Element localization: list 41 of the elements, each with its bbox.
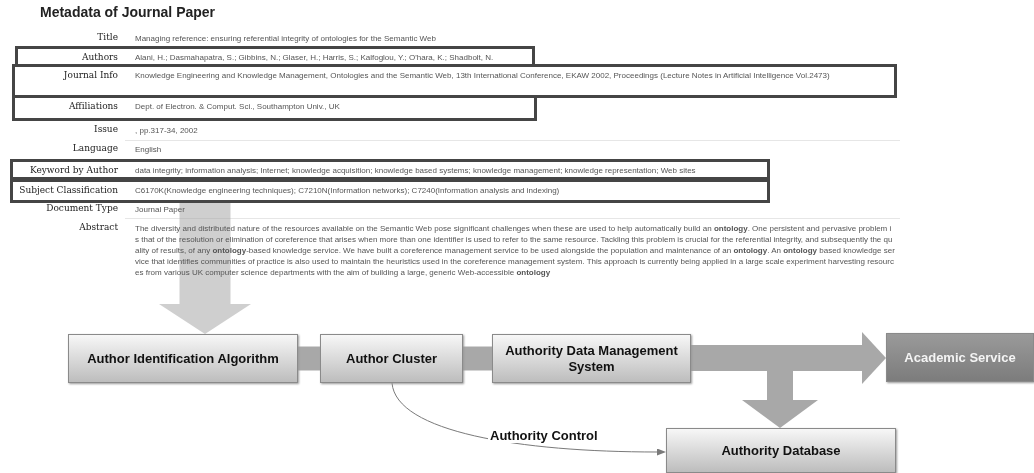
field-value: Knowledge Engineering and Knowledge Management, Ontologies and the Semantic Web, 13th International Conference, EKAW 2002, Proceedings (Lecture Notes in Artificial Intelligence Vol.2473) — [135, 70, 831, 81]
process-box — [492, 334, 691, 383]
box-label: Authority Data Management System — [504, 342, 679, 375]
field-value: data integrity; information analysis; Internet; knowledge acquisition; knowledge based systems; knowledge management; knowledge representation; Web sites — [135, 165, 697, 176]
arrow — [159, 203, 251, 334]
field-value: C6170K(Knowledge engineering techniques); C7210N(Information networks); C7240(Information analysis and indexing) — [135, 185, 561, 196]
process-box — [68, 334, 298, 383]
field-value: Managing reference: ensuring referential integrity of ontologies for the Semantic Web — [135, 33, 437, 44]
field-label: Document Type — [45, 203, 118, 213]
box-label: Author Cluster — [346, 350, 437, 367]
field-label: Issue — [93, 124, 118, 134]
connector-band — [463, 346, 492, 371]
field-value: Alani, H.; Dasmahapatra, S.; Gibbins, N.; Glaser, H.; Harris, S.; Kalfoglou, Y.; O'hara, K.; Shadbolt, N. — [135, 52, 495, 63]
field-label: Abstract — [78, 222, 118, 232]
field-label: Keyword by Author — [28, 165, 118, 175]
box-label: Authority Database — [721, 442, 841, 459]
highlight-frame — [15, 46, 535, 67]
process-box — [666, 428, 896, 473]
field-label: Subject Classification — [18, 185, 118, 195]
field-value: English — [135, 144, 163, 155]
field-label: Authors — [80, 52, 118, 62]
field-value: Dept. of Electron. & Comput. Sci., Southampton Univ., UK — [135, 101, 341, 112]
diagram-title: Metadata of Journal Paper — [40, 4, 216, 20]
process-box — [886, 333, 1034, 382]
highlight-frame — [10, 159, 770, 180]
field-label: Affiliations — [67, 101, 118, 111]
process-box — [320, 334, 463, 383]
highlight-frame — [10, 179, 770, 203]
field-value: Journal Paper — [135, 204, 186, 215]
connector-band — [298, 346, 320, 371]
box-label: Author Identification Algorithm — [87, 350, 279, 367]
field-value: , pp.317-34, 2002 — [135, 125, 199, 136]
box-label: Academic Service — [904, 349, 1016, 366]
field-label: Language — [71, 143, 118, 153]
abstract-text: The diversity and distributed nature of the resources available on the Semantic Web pose significant challenges when these are used to help automatically build an ontology. One persistent and pervasive problem is that of the resolution or elimination of coreference that arises when more than one identifier is used to refer to the same resource. Tackling this problem is crucial for the referential integrity, and subsequently the quality of results, of any ontology-based knowledge service. We have built a coreference management service to be used alongside the population and maintenance of an ontology. An ontology based knowledge service that identifies communities of practice is also used to maintain the heuristics used in the coreference management system. This approach is currently being applied in a large scale experiment harvesting resources from various UK computer science departments with the aim of building a large, generic Web-accessible ontology — [135, 223, 895, 278]
arrow — [391, 382, 666, 456]
edge-label: Authority Control — [488, 428, 600, 443]
highlight-frame — [12, 64, 897, 98]
highlight-frame — [12, 95, 537, 121]
field-label: Journal Info — [62, 70, 118, 80]
field-label: Title — [96, 32, 118, 42]
